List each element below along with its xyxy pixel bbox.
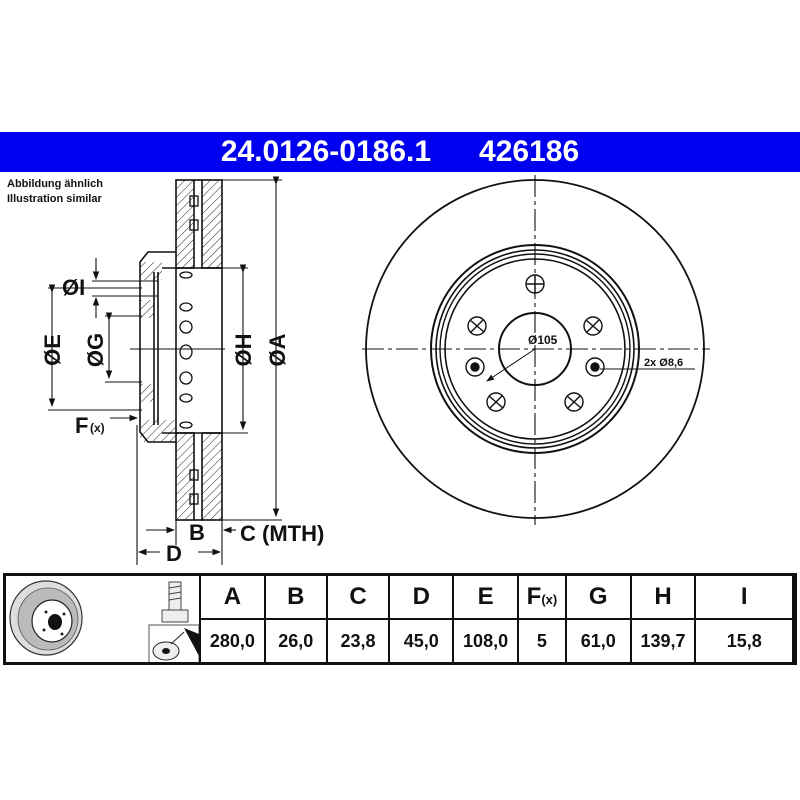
hole-label: 2x Ø8,6 (644, 357, 683, 369)
label-G: ØG (83, 333, 108, 367)
col-header-C: C (325, 573, 391, 620)
col-header-B: B (263, 573, 328, 620)
center-bore-label: Ø105 (528, 333, 558, 347)
ref-number: 426186 (479, 135, 580, 168)
brake-disc-icon (9, 580, 83, 656)
col-header-I: I (694, 573, 794, 620)
value-I: 15,8 (694, 618, 794, 665)
label-H: ØH (231, 334, 256, 367)
label-F-sub: (x) (90, 421, 105, 435)
label-D: D (166, 541, 182, 566)
header-banner: 24.0126-0186.1 426186 (0, 132, 800, 172)
bolt-icon (161, 581, 189, 623)
value-G: 61,0 (564, 618, 632, 665)
illustration-note: Abbildung ähnlich Illustration similar (7, 177, 103, 207)
value-E: 108,0 (452, 618, 519, 665)
value-C: 23,8 (325, 618, 391, 665)
col-header-A: A (199, 573, 266, 620)
label-C: C (MTH) (240, 521, 324, 546)
part-number: 24.0126-0186.1 (220, 135, 432, 168)
side-section-view: ØI ØE ØG ØH ØA F (x) B C (MTH) D (40, 176, 324, 566)
label-A: ØA (265, 333, 290, 366)
front-view: Ø105 2x Ø8,6 (362, 175, 710, 525)
col-header-E: E (452, 573, 519, 620)
value-D: 45,0 (388, 618, 455, 665)
dimension-table: A B C D E F(x) G H I 280,0 26,0 23,8 45,… (199, 573, 794, 665)
product-thumbnail (9, 580, 200, 662)
note-line-en: Illustration similar (7, 193, 102, 205)
col-header-G: G (564, 573, 632, 620)
spray-icon (148, 624, 200, 662)
technical-drawing: ØI ØE ØG ØH ØA F (x) B C (MTH) D (40, 175, 710, 566)
label-I: ØI (62, 275, 85, 300)
note-line-de: Abbildung ähnlich (7, 178, 103, 190)
value-A: 280,0 (199, 618, 266, 665)
col-header-F: F(x) (517, 573, 567, 620)
label-F: F (75, 413, 88, 438)
value-B: 26,0 (263, 618, 328, 665)
value-H: 139,7 (629, 618, 697, 665)
spec-table: A B C D E F(x) G H I 280,0 26,0 23,8 45,… (3, 573, 797, 665)
value-F: 5 (517, 618, 567, 665)
label-B: B (189, 520, 205, 545)
col-header-D: D (388, 573, 455, 620)
label-E: ØE (40, 334, 65, 366)
col-header-H: H (629, 573, 697, 620)
